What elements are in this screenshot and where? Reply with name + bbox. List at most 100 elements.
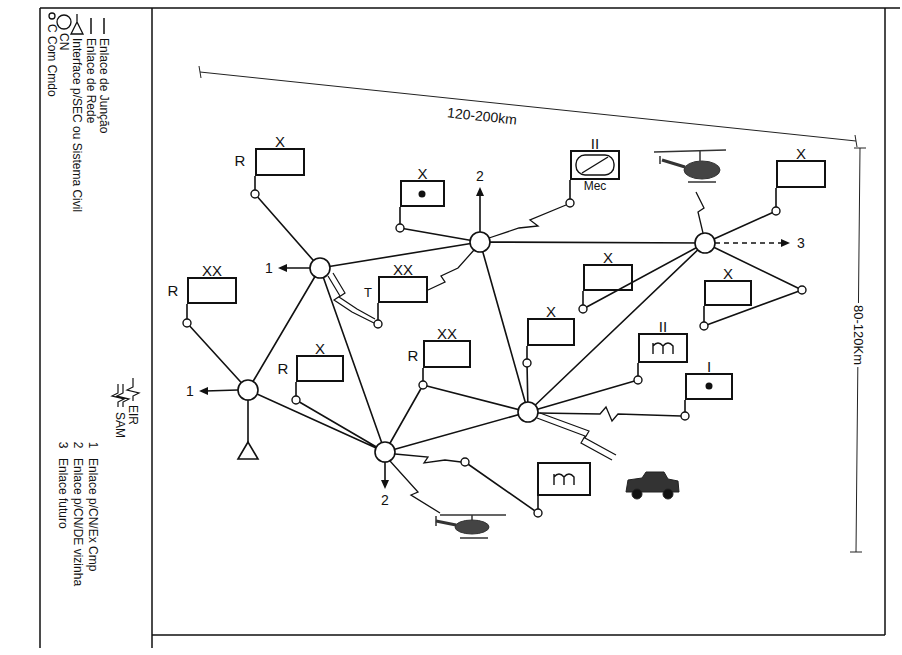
helicopter-illustration xyxy=(654,150,726,182)
network-link xyxy=(187,194,802,513)
helicopter-rotor xyxy=(654,150,726,182)
future-link-arrow xyxy=(715,242,782,244)
echelon-mark: X xyxy=(417,166,427,181)
echelon-mark: II xyxy=(659,319,667,334)
command-post-circle xyxy=(292,396,300,404)
mechanized-symbol xyxy=(576,155,614,175)
command-post-circle xyxy=(534,509,542,517)
unit-tag: R xyxy=(168,283,179,298)
legend-number: 3 xyxy=(57,442,69,449)
unit-tag: R xyxy=(278,361,289,376)
helicopter-rotor xyxy=(436,515,506,538)
page-frame xyxy=(40,8,900,648)
command-post-circle xyxy=(419,381,427,389)
legend-entry: Enlace de Junção xyxy=(97,38,111,133)
unit-symbol-box: X xyxy=(527,318,575,346)
unit-symbol-box: XX xyxy=(187,277,237,304)
sam-radio-link xyxy=(328,273,616,460)
legend-command-post-sample xyxy=(49,13,55,19)
unit-label: Mec xyxy=(584,180,607,192)
arrow-head xyxy=(199,187,790,489)
vehicle-body xyxy=(626,472,679,492)
legend-entry: C Com Cmdo xyxy=(45,24,59,97)
unit-tag: R xyxy=(235,153,246,168)
legend-sam-sample xyxy=(112,384,129,407)
legend-text: Interface p/SEC ou Sistema Civil xyxy=(70,38,84,212)
link-number: 2 xyxy=(476,169,484,183)
legend-text: EIR xyxy=(126,405,140,425)
legend-number: 1 xyxy=(87,442,99,449)
mechanized-symbol xyxy=(582,157,608,173)
echelon-mark: II xyxy=(591,136,599,151)
command-post-circle xyxy=(251,190,259,198)
vehicle-illustration xyxy=(626,472,679,499)
unit-symbol-box: IIMec xyxy=(570,150,620,180)
echelon-mark: I xyxy=(707,359,711,374)
echelon-mark: XX xyxy=(202,263,222,278)
dimension-label: 120-200km xyxy=(444,104,519,128)
echelon-mark: X xyxy=(546,304,556,319)
node-center-circle xyxy=(238,380,258,400)
legend-text: Enlace de Junção xyxy=(97,38,111,133)
command-post-circle xyxy=(374,320,382,328)
dimension-line xyxy=(199,66,866,552)
link-number: 3 xyxy=(797,236,805,250)
command-post-circle xyxy=(183,319,191,327)
command-post-circle xyxy=(700,322,708,330)
unit-tag: T xyxy=(364,286,372,299)
legend-node-center-sample xyxy=(57,15,71,29)
unit-staff xyxy=(187,176,776,509)
legend-text: Enlace p/CN/Ex Cmp xyxy=(86,458,100,571)
legend-entry: Enlace de Rede xyxy=(84,38,98,123)
helicopter-tail xyxy=(436,521,456,525)
unit-symbol-box: I xyxy=(685,373,733,400)
legend-network-link-sample xyxy=(90,18,92,34)
aviation-symbol xyxy=(554,474,574,485)
node-center-circle xyxy=(695,233,715,253)
legend-eir-sample xyxy=(127,378,139,401)
legend-text: Enlace de Rede xyxy=(84,38,98,123)
legend-interface-sample xyxy=(71,14,83,34)
legend-number: 2 xyxy=(72,442,84,449)
external-link-arrow xyxy=(205,194,480,482)
unit-tag: R xyxy=(408,348,419,363)
echelon-mark: X xyxy=(723,266,733,281)
unit-symbol-box: X xyxy=(296,355,344,382)
unit-symbol-box: XX xyxy=(423,340,471,368)
legend-entry: CN xyxy=(57,33,71,50)
node-center-circle xyxy=(375,442,395,462)
legend-entry: Enlace futuro xyxy=(56,458,70,529)
legend-entry: EIR xyxy=(126,405,140,425)
unit-symbol-box: X xyxy=(704,280,752,306)
command-post-circle xyxy=(681,412,689,420)
echelon-mark: XX xyxy=(393,262,413,277)
helicopter-illustration xyxy=(436,515,506,538)
legend-text: Enlace futuro xyxy=(56,458,70,529)
unit-box-outline xyxy=(538,463,590,495)
dimension-label: 80-120Km xyxy=(851,303,866,367)
legend-entry: Interface p/SEC ou Sistema Civil xyxy=(70,38,84,212)
legend-junction-link-sample xyxy=(103,18,105,34)
unit-symbol-box: X xyxy=(583,264,633,291)
aviation-symbol xyxy=(653,343,673,354)
unit-symbol-box: X xyxy=(776,160,826,188)
vehicle-wheel xyxy=(632,489,642,499)
helicopter-tail xyxy=(662,160,685,167)
command-post-circle xyxy=(523,359,531,367)
eir-radio-link xyxy=(390,192,704,513)
vehicle-wheel xyxy=(663,489,673,499)
unit-symbol-box: XX xyxy=(378,276,428,303)
legend-text: CN xyxy=(57,33,71,50)
command-post-circle xyxy=(772,207,780,215)
link-number: 1 xyxy=(186,384,194,398)
echelon-mark: X xyxy=(275,134,285,149)
command-post-circle xyxy=(461,458,469,466)
unit-symbol-box: X xyxy=(400,180,445,207)
command-post-circle xyxy=(579,305,587,313)
echelon-mark: X xyxy=(315,341,325,356)
civil-interface-triangle xyxy=(238,442,258,459)
node-center-circle xyxy=(470,232,490,252)
helicopter-body xyxy=(455,520,489,534)
command-post-circle xyxy=(566,199,574,207)
